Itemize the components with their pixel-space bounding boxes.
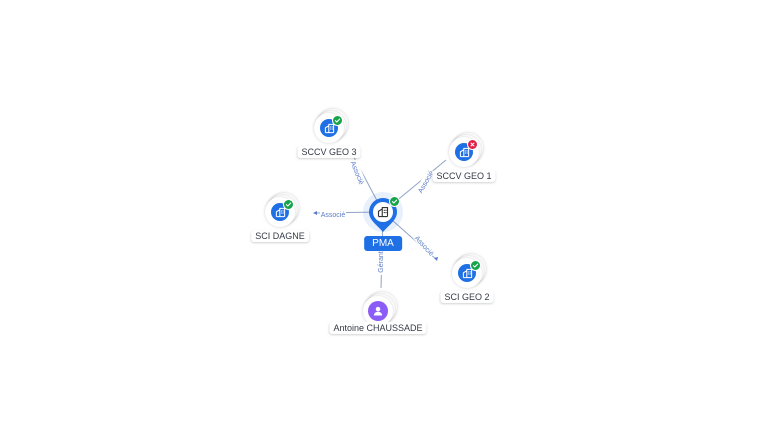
error-badge-icon [467, 139, 478, 150]
edge-arrow-geo2 [434, 257, 438, 261]
check-badge-icon [283, 199, 294, 210]
node-circle [368, 301, 388, 321]
svg-text:Gérant: Gérant [378, 251, 385, 272]
node-label-sccv3[interactable]: SCCV GEO 3 [297, 146, 361, 158]
edge-label-sccv3: Associé [349, 159, 367, 187]
building-icon [462, 268, 473, 279]
building-icon [275, 207, 286, 218]
check-badge-icon [389, 196, 400, 207]
node-label-sccv1[interactable]: SCCV GEO 1 [432, 170, 496, 182]
building-icon [377, 206, 389, 218]
node-label-geo2[interactable]: SCI GEO 2 [440, 291, 494, 303]
edge-label-dagne: Associé [320, 210, 346, 219]
svg-text:Associé: Associé [321, 212, 346, 219]
building-icon [459, 147, 470, 158]
edge-arrow-dagne [313, 211, 317, 215]
building-icon [324, 123, 335, 134]
check-badge-icon [470, 260, 481, 271]
center-node-label[interactable]: PMA [364, 236, 402, 251]
check-badge-icon [332, 115, 343, 126]
edge-label-geo2: Associé [413, 232, 437, 258]
person-icon [372, 305, 384, 317]
map-pin-icon [369, 198, 397, 232]
node-label-antoine[interactable]: Antoine CHAUSSADE [329, 322, 427, 334]
node-label-dagne[interactable]: SCI DAGNE [251, 230, 309, 242]
edge-label-antoine: Gérant [376, 249, 385, 275]
